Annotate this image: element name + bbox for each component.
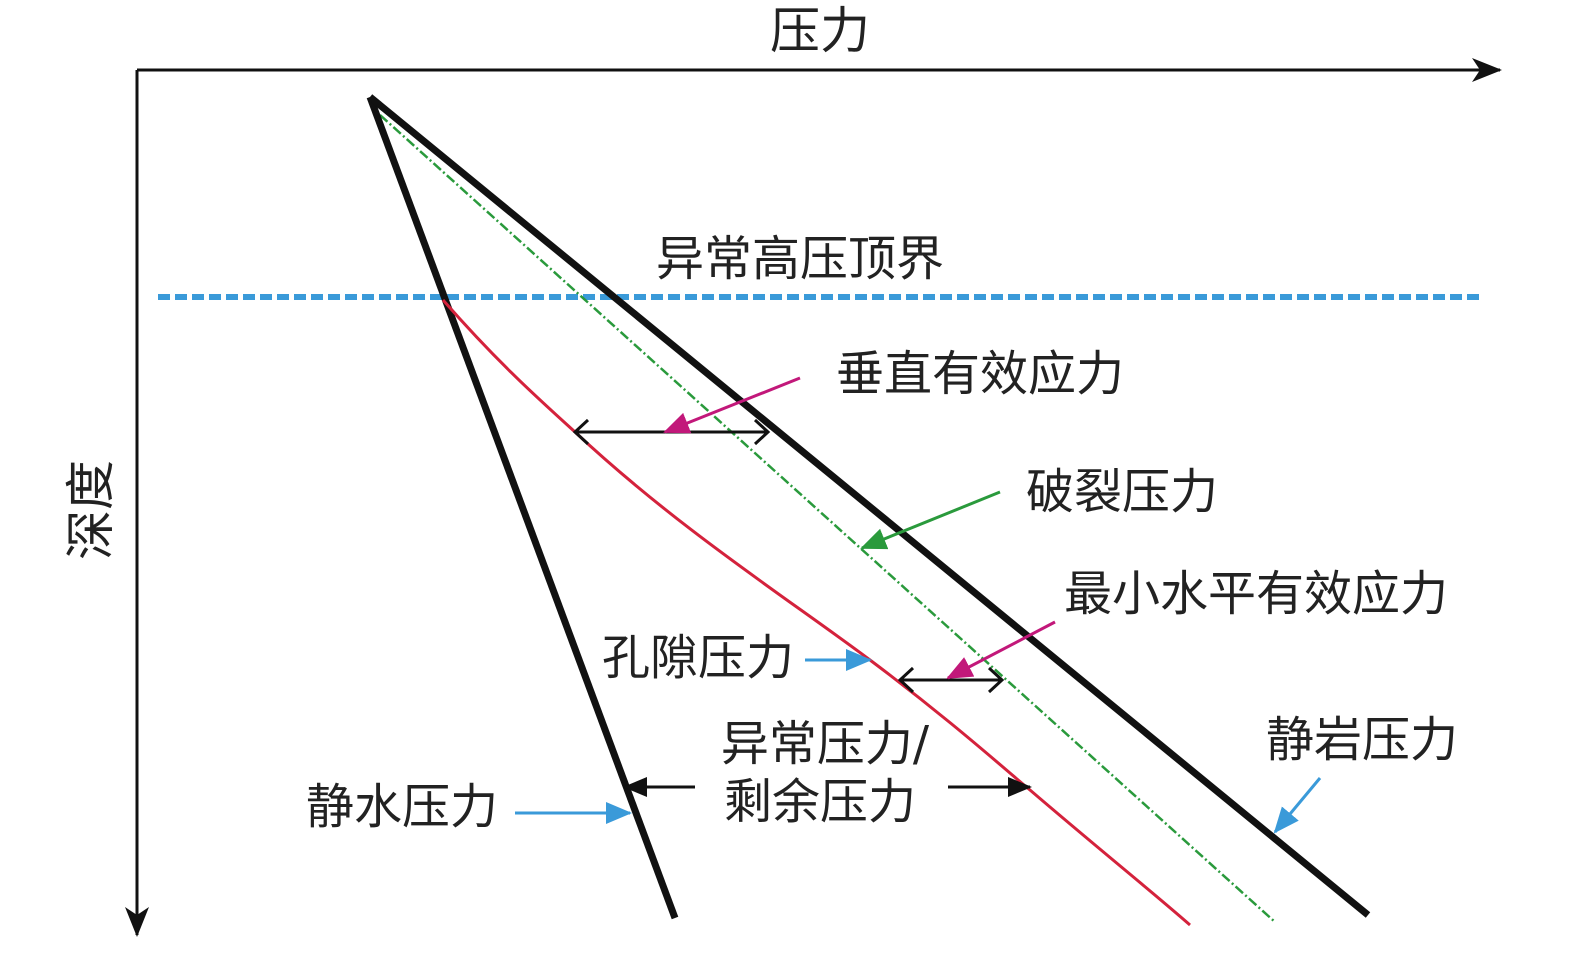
abnormal-pressure-label-2: 剩余压力 bbox=[724, 774, 916, 830]
magenta-arrow-vertical bbox=[663, 376, 801, 434]
bracket-tick-left-2 bbox=[897, 666, 915, 694]
lithostatic-pressure-label: 静岩压力 bbox=[1266, 712, 1458, 768]
x-axis-label: 压力 bbox=[770, 2, 870, 60]
abnormal-pressure-label-1: 异常压力/ bbox=[721, 716, 930, 772]
vertical-effective-stress-label: 垂直有效应力 bbox=[836, 346, 1124, 402]
green-arrow-fracture bbox=[860, 490, 1001, 550]
y-axis-label: 深度 bbox=[62, 460, 120, 560]
fracture-pressure-line bbox=[379, 114, 1276, 923]
fracture-pressure-label: 破裂压力 bbox=[1026, 464, 1218, 520]
lithostatic-line bbox=[367, 94, 1371, 918]
min-horizontal-effective-stress-label: 最小水平有效应力 bbox=[1064, 566, 1448, 622]
blue-arrow-lithostatic bbox=[1273, 777, 1322, 834]
hydrostatic-pressure-label: 静水压力 bbox=[306, 779, 498, 835]
bracket-tick-left bbox=[572, 418, 590, 446]
overpressure-top-label: 异常高压顶界 bbox=[656, 231, 944, 287]
bracket-tick-right-2 bbox=[987, 666, 1005, 694]
magenta-arrow-horizontal bbox=[946, 620, 1056, 680]
bracket-tick-right bbox=[753, 418, 771, 446]
pore-pressure-label: 孔隙压力 bbox=[602, 630, 794, 686]
